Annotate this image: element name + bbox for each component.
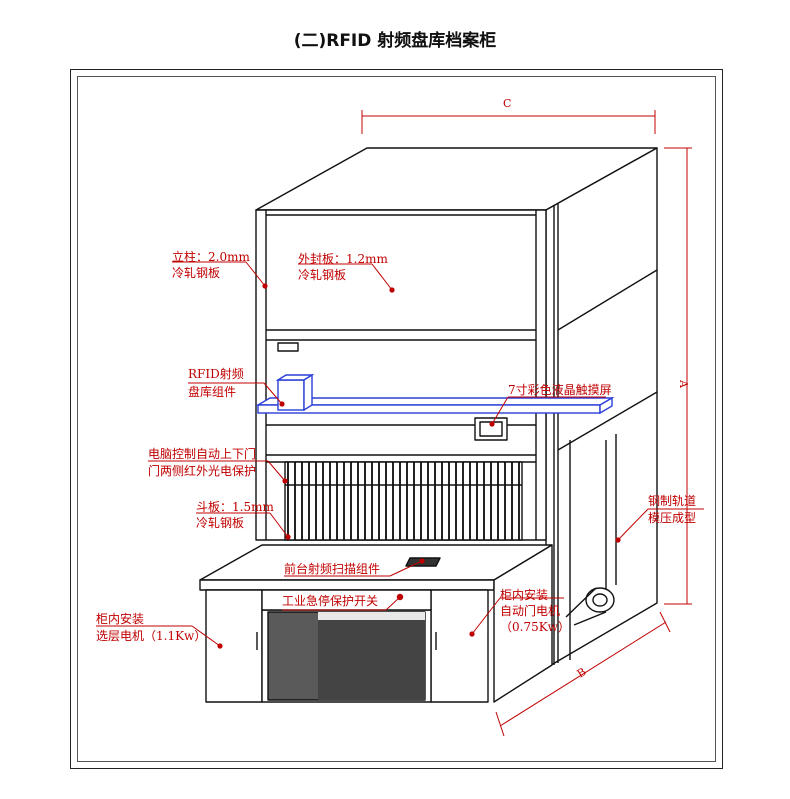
touchscreen-panel [474, 417, 508, 441]
cover-label-1: 外封板：1.2mm [298, 252, 388, 266]
rail-label-1: 钢制轨道 [648, 494, 697, 508]
inner-frame [77, 76, 716, 762]
left-cabinet [205, 589, 263, 703]
estop-marker [396, 593, 404, 601]
column-label-1: 立柱：2.0mm [172, 250, 250, 264]
rfid-marker [279, 401, 285, 407]
cabinet-badge-slot [277, 342, 299, 352]
column-marker [262, 283, 268, 289]
door-label-1: 电脑控制自动上下门 [148, 447, 257, 461]
motor-right-label-3: （0.75Kw） [500, 620, 570, 634]
door-motor [585, 587, 615, 613]
bin-label-1: 斗板：1.5mm [196, 500, 274, 514]
motor-right-label-1: 柜内安装 [500, 588, 549, 602]
motor-right-label-2: 自动门电机 [500, 604, 561, 618]
right-cabinet [430, 589, 489, 703]
cover-label-2: 冷轧钢板 [298, 268, 347, 282]
cover-marker [389, 287, 395, 293]
dimension-a-text: A [677, 379, 690, 389]
bin-marker [285, 534, 291, 540]
motor-left-label-2: 选层电机（1.1Kw） [96, 629, 207, 643]
page-title: (二)RFID 射频盘库档案柜 [293, 31, 497, 51]
motor-left-label-1: 柜内安装 [96, 612, 145, 626]
front-scan-marker [419, 558, 425, 564]
door-label-2: 门两侧红外光电保护 [148, 464, 257, 478]
dimension-c-text: C [503, 97, 511, 110]
estop-label: 工业急停保护开关 [282, 594, 379, 608]
front-scan-label: 前台射频扫描组件 [284, 562, 381, 576]
door-marker [282, 478, 288, 484]
touchscreen-label: 7寸彩色液晶触摸屏 [508, 383, 612, 397]
touchscreen-marker [489, 421, 495, 427]
motor-right-marker [469, 631, 475, 637]
rfid-label-1: RFID射频 [188, 367, 244, 381]
column-label-2: 冷轧钢板 [172, 266, 221, 280]
outer-frame [70, 69, 723, 769]
dimension-b-line [499, 621, 667, 727]
rail-label-2: 模压成型 [648, 511, 697, 525]
motor-left-marker [217, 643, 223, 649]
rail-marker [615, 537, 621, 543]
bin-rack [284, 461, 523, 541]
bin-label-2: 冷轧钢板 [196, 516, 245, 530]
rfid-label-2: 盘库组件 [188, 385, 237, 399]
